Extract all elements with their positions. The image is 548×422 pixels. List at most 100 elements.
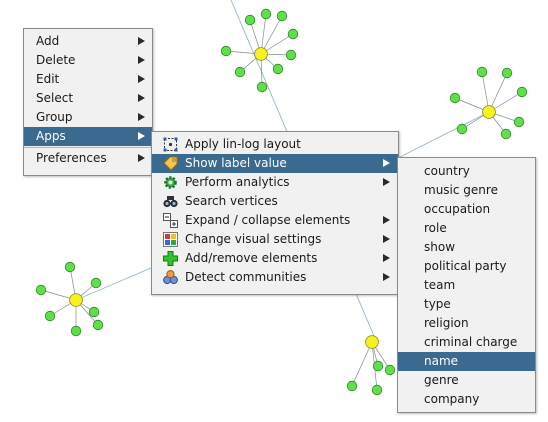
apps-item-show-label-value[interactable]: Show label value	[152, 154, 398, 173]
label-option-company[interactable]: company	[398, 390, 535, 409]
label-option-occupation[interactable]: occupation	[398, 200, 535, 219]
label-option-role-label: role	[424, 221, 447, 235]
show-label-value-submenu: country music genre occupation role show poli…	[397, 157, 536, 413]
graph-node[interactable]	[372, 360, 384, 372]
label-option-show[interactable]: show	[398, 238, 535, 257]
graph-node[interactable]	[220, 45, 232, 57]
menu-item-add[interactable]: Add	[24, 32, 152, 51]
graph-node[interactable]	[272, 63, 284, 75]
chevron-right-icon	[138, 94, 145, 102]
label-option-name[interactable]: name	[398, 352, 535, 371]
apps-item-apply-lin-log-layout-label: Apply lin-log layout	[185, 137, 301, 151]
graph-edge	[260, 15, 283, 55]
graph-node[interactable]	[476, 66, 488, 78]
apps-item-detect-communities[interactable]: Detect communities	[152, 268, 398, 287]
apps-item-expand-collapse-elements[interactable]: Expand / collapse elements	[152, 211, 398, 230]
label-option-name-label: name	[424, 354, 459, 368]
menu-item-preferences-label: Preferences	[36, 151, 107, 165]
menu-item-group[interactable]: Group	[24, 108, 152, 127]
graph-edge	[397, 111, 490, 159]
menu-item-add-label: Add	[36, 34, 60, 48]
label-option-criminal-charge-label: criminal charge	[424, 335, 518, 349]
graph-node[interactable]	[285, 49, 297, 61]
chevron-right-icon	[138, 75, 145, 83]
label-option-music-genre-label: music genre	[424, 183, 498, 197]
chevron-right-icon	[383, 159, 390, 167]
label-option-team-label: team	[424, 278, 456, 292]
label-option-genre-label: genre	[424, 373, 459, 387]
binoculars-icon	[163, 194, 178, 209]
label-option-show-label: show	[424, 240, 456, 254]
label-option-role[interactable]: role	[398, 219, 535, 238]
graph-node[interactable]	[70, 325, 82, 337]
menu-item-edit[interactable]: Edit	[24, 70, 152, 89]
label-option-country[interactable]: country	[398, 162, 535, 181]
chevron-right-icon	[383, 216, 390, 224]
menu-item-delete[interactable]: Delete	[24, 51, 152, 70]
chevron-right-icon	[138, 37, 145, 45]
apps-item-search-vertices[interactable]: Search vertices	[152, 192, 398, 211]
menu-item-apps[interactable]: Apps	[24, 127, 152, 146]
apps-item-detect-communities-label: Detect communities	[185, 270, 307, 284]
label-option-company-label: company	[424, 392, 480, 406]
graph-node[interactable]	[44, 310, 56, 322]
graph-center-node[interactable]	[254, 47, 268, 61]
expand-collapse-icon	[163, 213, 178, 228]
tag-icon	[163, 156, 178, 171]
apps-item-expand-collapse-elements-label: Expand / collapse elements	[185, 213, 351, 227]
menu-item-delete-label: Delete	[36, 53, 76, 67]
graph-node[interactable]	[256, 81, 268, 93]
apps-item-show-label-value-label: Show label value	[185, 156, 287, 170]
chevron-right-icon	[383, 235, 390, 243]
apps-item-apply-lin-log-layout[interactable]: Apply lin-log layout	[152, 135, 398, 154]
menu-item-apps-label: Apps	[36, 129, 66, 143]
graph-node[interactable]	[90, 277, 102, 289]
graph-edge	[75, 267, 152, 301]
layout-icon	[163, 137, 178, 152]
apps-item-add-remove-elements[interactable]: Add/remove elements	[152, 249, 398, 268]
graph-node[interactable]	[287, 28, 299, 40]
graph-node[interactable]	[88, 306, 100, 318]
graph-node[interactable]	[449, 92, 461, 104]
graph-node[interactable]	[244, 14, 256, 26]
label-option-type[interactable]: type	[398, 295, 535, 314]
label-option-music-genre[interactable]: music genre	[398, 181, 535, 200]
graph-node[interactable]	[92, 319, 104, 331]
label-option-criminal-charge[interactable]: criminal charge	[398, 333, 535, 352]
graph-node[interactable]	[64, 261, 76, 273]
apps-item-change-visual-settings[interactable]: Change visual settings	[152, 230, 398, 249]
graph-node[interactable]	[516, 86, 528, 98]
menu-item-edit-label: Edit	[36, 72, 60, 86]
graph-node[interactable]	[513, 116, 525, 128]
menu-item-preferences[interactable]: Preferences	[24, 149, 152, 168]
graph-node[interactable]	[371, 384, 383, 396]
label-option-religion[interactable]: religion	[398, 314, 535, 333]
apps-item-perform-analytics-label: Perform analytics	[185, 175, 290, 189]
graph-edge	[488, 72, 508, 113]
graph-center-node[interactable]	[482, 105, 496, 119]
graph-node[interactable]	[384, 364, 396, 376]
label-option-political-party[interactable]: political party	[398, 257, 535, 276]
graph-node[interactable]	[456, 123, 468, 135]
gear-icon	[163, 175, 178, 190]
graph-node[interactable]	[276, 10, 288, 22]
apps-item-search-vertices-label: Search vertices	[185, 194, 278, 208]
graph-center-node[interactable]	[365, 335, 379, 349]
apps-item-perform-analytics[interactable]: Perform analytics	[152, 173, 398, 192]
graph-node[interactable]	[501, 67, 513, 79]
communities-icon	[163, 270, 178, 285]
label-option-political-party-label: political party	[424, 259, 507, 273]
label-option-team[interactable]: team	[398, 276, 535, 295]
graph-center-node[interactable]	[69, 293, 83, 307]
graph-node[interactable]	[234, 66, 246, 78]
menu-item-select[interactable]: Select	[24, 89, 152, 108]
label-option-genre[interactable]: genre	[398, 371, 535, 390]
chevron-right-icon	[138, 132, 145, 140]
graph-edge	[351, 341, 373, 387]
graph-node[interactable]	[346, 380, 358, 392]
graph-node[interactable]	[35, 284, 47, 296]
graph-node[interactable]	[500, 128, 512, 140]
graph-node[interactable]	[260, 8, 272, 20]
